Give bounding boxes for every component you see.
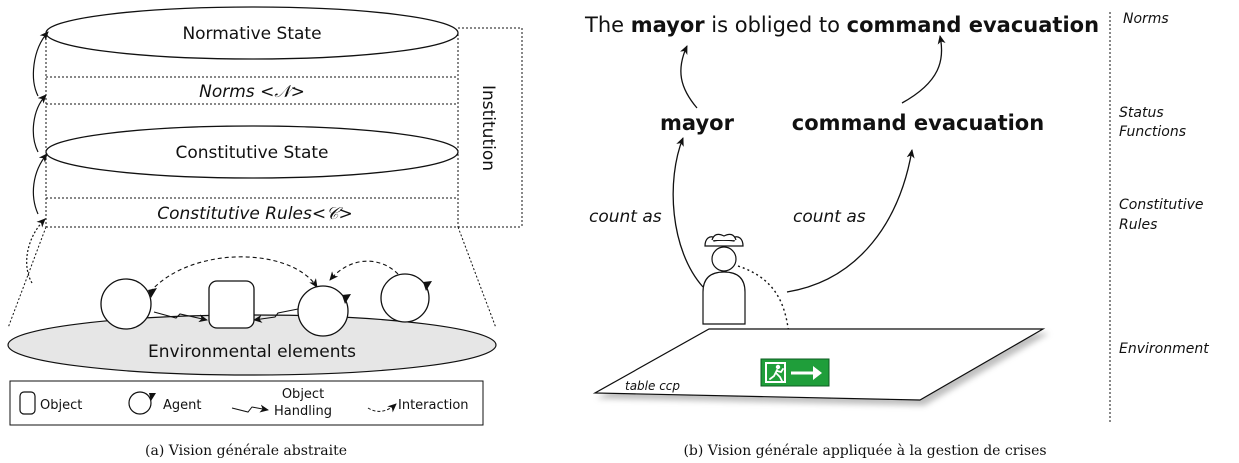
legend-object-handling-swatch (231, 404, 269, 413)
abstract-overview-panel: Normative State Norms <𝒩> Constitutive S… (7, 6, 523, 459)
status-command-evacuation: command evacuation (792, 111, 1044, 135)
table-ccp-label: table ccp (625, 379, 680, 393)
agent-3 (380, 273, 432, 323)
layer-constitutive-1: Constitutive (1119, 197, 1204, 213)
legend-object-handling-label-1: Object (282, 387, 324, 402)
legend-agent-label: Agent (163, 398, 201, 413)
normative-state-label: Normative State (182, 24, 321, 44)
arrow-environment-to-rules (26, 218, 46, 284)
count-as-left: count as (589, 207, 662, 227)
constitutive-rules-layer-label: Constitutive Rules<𝒞> (157, 204, 353, 224)
norm-sentence: The mayor is obliged to command evacuati… (584, 13, 1099, 37)
agent-2 (297, 285, 351, 337)
caption-a: (a) Vision générale abstraite (145, 443, 347, 459)
legend-interaction-swatch (367, 403, 397, 413)
arrow-person-to-mayor (672, 137, 704, 288)
arrow-constitutive-to-norms (32, 94, 47, 153)
legend-object-handling-label-2: Handling (274, 404, 332, 419)
legend-agent-swatch (128, 391, 156, 415)
legend-object-swatch (19, 391, 36, 415)
arrow-mayor-to-norm (680, 45, 698, 109)
environmental-elements-label: Environmental elements (148, 342, 356, 362)
object-handling-arrow-1 (153, 311, 208, 323)
arrow-rules-to-constitutive (32, 153, 48, 215)
arrow-norms-to-normative (32, 31, 49, 97)
interaction-arc-2 (329, 260, 399, 281)
crisis-management-panel: The mayor is obliged to command evacuati… (584, 11, 1209, 459)
legend-interaction-label: Interaction (398, 398, 469, 413)
layer-status-2: Functions (1119, 124, 1186, 140)
legend: Object Agent Object Handling Interaction (9, 380, 484, 426)
layer-norms: Norms (1123, 11, 1169, 27)
constitutive-state-ellipse (45, 125, 459, 179)
legend-object-label: Object (40, 398, 82, 413)
institution-label: Institution (478, 85, 498, 171)
norms-layer-label: Norms <𝒩> (199, 82, 305, 102)
layer-constitutive-2: Rules (1119, 217, 1157, 233)
object-handling-arrow-2 (253, 308, 299, 323)
agent-1 (100, 278, 157, 330)
arrow-person-to-action (786, 149, 915, 293)
object-1 (208, 280, 255, 329)
interaction-arc-1 (149, 256, 318, 293)
exit-sign-icon (760, 358, 830, 387)
layer-status-1: Status (1119, 105, 1164, 121)
status-mayor: mayor (660, 111, 735, 135)
constitutive-state-label: Constitutive State (175, 143, 328, 163)
arrow-action-to-norm (901, 35, 946, 104)
person-icon (702, 233, 746, 325)
layer-environment: Environment (1119, 341, 1209, 357)
caption-b: (b) Vision générale appliquée à la gesti… (683, 442, 1046, 459)
count-as-right: count as (793, 207, 866, 227)
